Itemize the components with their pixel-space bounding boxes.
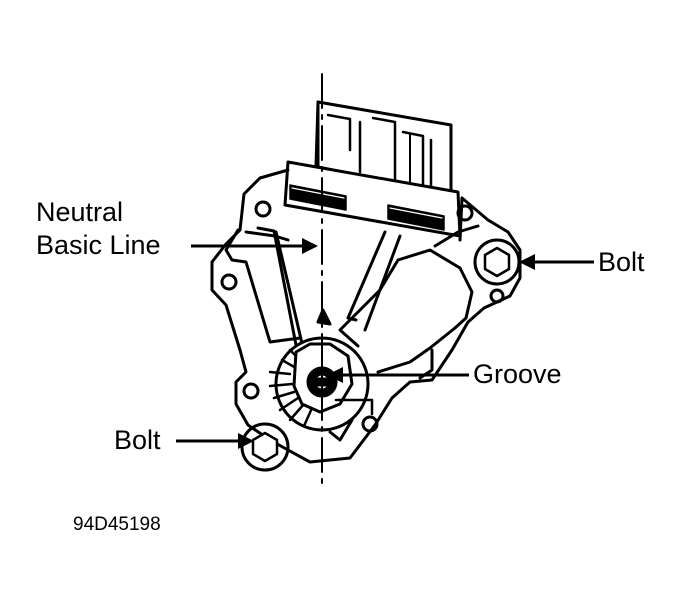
mounting-holes bbox=[220, 200, 505, 433]
bolt-left-label: Bolt bbox=[114, 425, 161, 455]
neutral-label-line-1: Neutral bbox=[36, 197, 124, 227]
neutral-pointer bbox=[316, 308, 332, 326]
neutral-label-line-2: Basic Line bbox=[36, 230, 161, 260]
bolt-right-label: Bolt bbox=[598, 247, 645, 277]
right-bolt bbox=[473, 238, 521, 286]
switch-right-arm bbox=[346, 230, 387, 322]
switch-left-arm bbox=[256, 226, 298, 347]
neutral-line-leader bbox=[191, 238, 318, 254]
groove-label: Groove bbox=[473, 359, 562, 389]
groove-leader bbox=[327, 367, 469, 383]
bolt-right-leader bbox=[519, 254, 594, 270]
figure-number: 94D45198 bbox=[73, 514, 161, 535]
bolt-left-leader bbox=[176, 433, 254, 449]
